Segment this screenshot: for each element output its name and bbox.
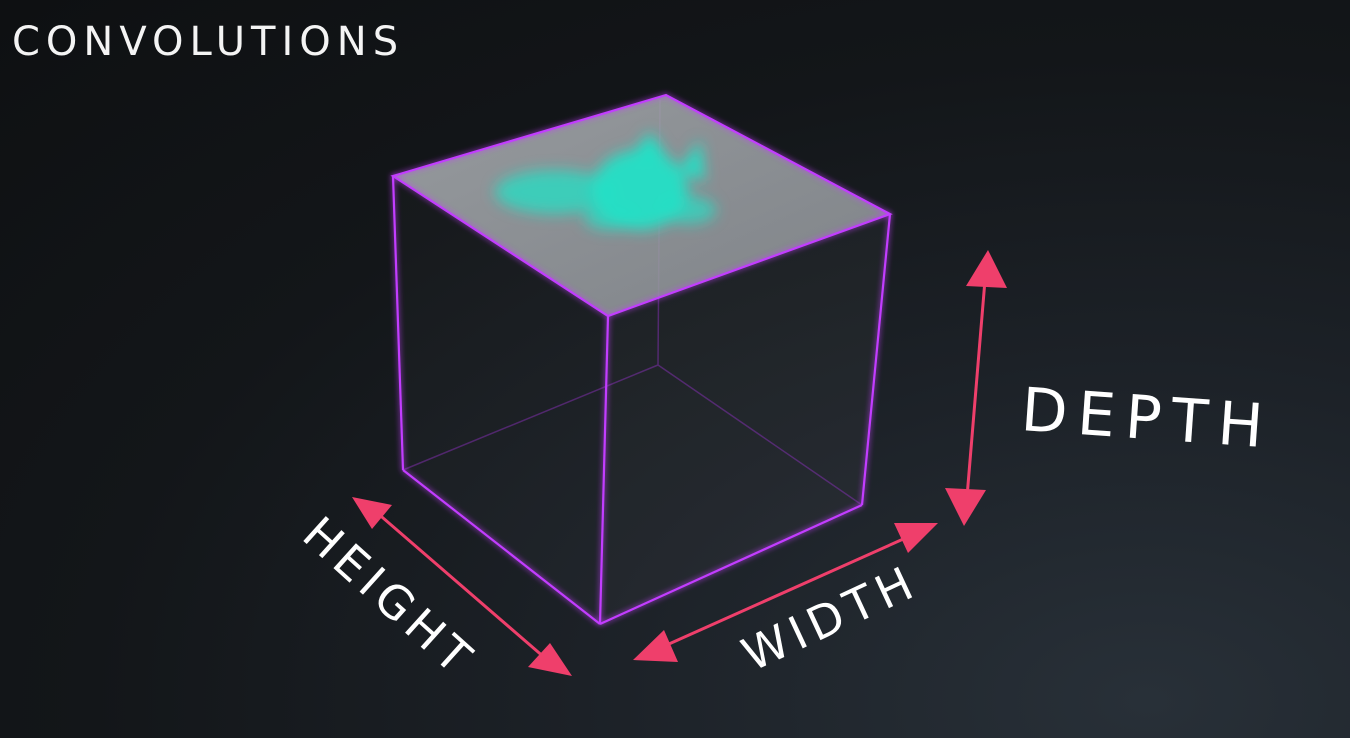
cat-feature-icon <box>495 132 716 230</box>
depth-arrow <box>945 250 1007 526</box>
height-label: HEIGHT <box>293 506 486 688</box>
width-arrow <box>633 523 938 662</box>
slide-title: CONVOLUTIONS <box>12 19 405 65</box>
height-arrow <box>352 497 572 676</box>
depth-label: DEPTH <box>1019 375 1275 462</box>
feature-map-top-face <box>393 95 890 316</box>
cube-edges <box>390 93 893 626</box>
